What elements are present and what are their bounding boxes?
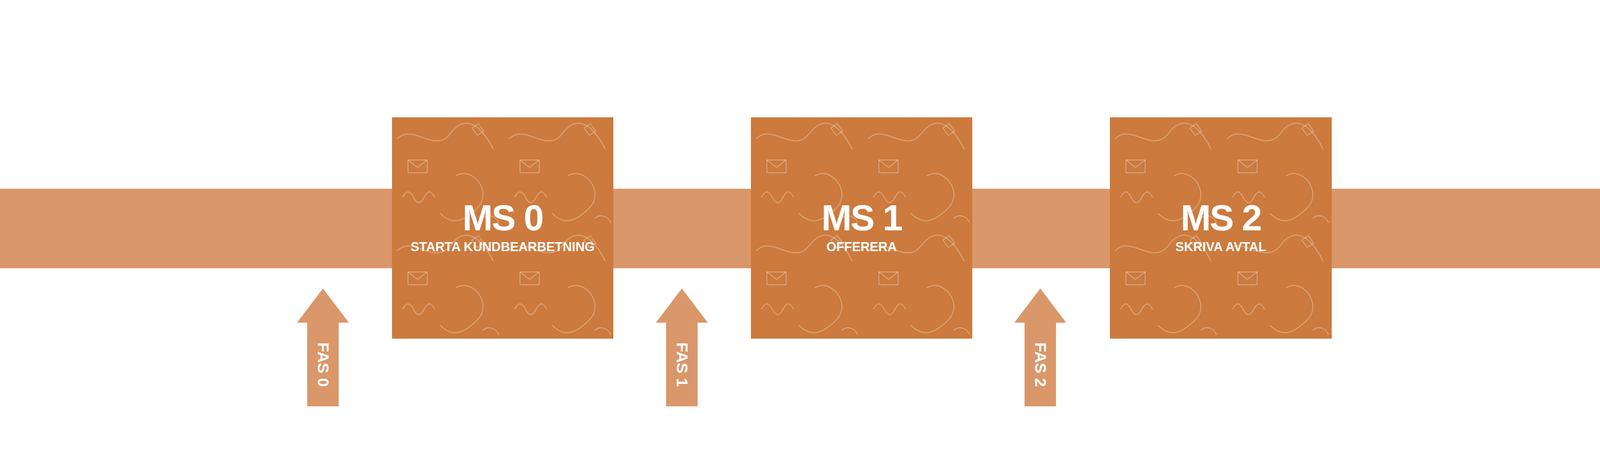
phase-arrow: FAS 1: [656, 288, 708, 407]
milestone-subtitle: STARTA KUNDBEARBETNING: [392, 238, 614, 255]
milestone-title: MS 2: [1109, 196, 1332, 239]
milestone-box: MS 2SKRIVA AVTAL: [1109, 117, 1332, 339]
phase-arrow: FAS 0: [297, 288, 349, 407]
milestone-text: MS 1OFFERERA: [750, 196, 973, 255]
milestone-text: MS 0STARTA KUNDBEARBETNING: [392, 196, 614, 255]
phase-label: FAS 0: [314, 342, 333, 387]
milestone-title: MS 1: [750, 196, 973, 239]
phase-arrow: FAS 2: [1014, 288, 1067, 407]
milestone-text: MS 2SKRIVA AVTAL: [1109, 196, 1332, 255]
phase-label: FAS 2: [1031, 342, 1050, 387]
milestone-box: MS 1OFFERERA: [750, 117, 973, 339]
phase-label-holder: FAS 2: [1024, 322, 1056, 407]
phase-label-holder: FAS 1: [666, 322, 698, 407]
phase-label: FAS 1: [673, 342, 692, 387]
milestone-subtitle: SKRIVA AVTAL: [1109, 238, 1332, 255]
milestone-title: MS 0: [392, 196, 614, 239]
milestone-box: MS 0STARTA KUNDBEARBETNING: [392, 117, 614, 339]
milestone-subtitle: OFFERERA: [750, 238, 973, 255]
phase-label-holder: FAS 0: [307, 322, 339, 407]
